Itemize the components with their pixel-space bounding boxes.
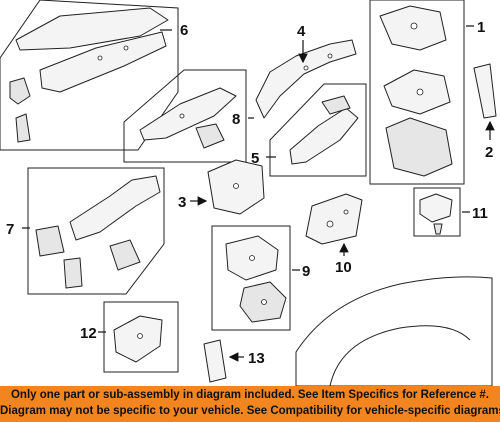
part-bracket-assembly [113, 315, 163, 363]
parts-diagram: 6 4 8 5 1 2 [0, 0, 497, 386]
part-group-6: 6 [0, 0, 188, 151]
part-radiator-support-panel [305, 193, 363, 245]
group-frame-9 [211, 225, 291, 331]
group-frame-6 [0, 0, 179, 151]
part-group-5: 5 [251, 83, 367, 177]
callout-10: 10 [335, 259, 352, 276]
part-pillar-reinforcement [473, 63, 497, 119]
callout-1: 1 [477, 19, 485, 36]
part-gusset [195, 123, 225, 149]
callout-5: 5 [251, 150, 259, 167]
part-front-rail [69, 175, 161, 241]
group-frame-11 [413, 187, 461, 237]
part-group-13: 13 [203, 339, 265, 383]
fender-outline [295, 276, 493, 386]
part-group-3: 3 [178, 159, 265, 215]
part-mount-bracket [419, 193, 453, 223]
part-group-4: 4 [255, 23, 357, 119]
part-rail-mount [35, 225, 65, 257]
part-rail-bracket [9, 77, 31, 105]
disclaimer-banner: Only one part or sub-assembly in diagram… [0, 386, 500, 422]
callout-6: 6 [180, 22, 188, 39]
group-frame-1 [369, 0, 465, 185]
disclaimer-line-1: Only one part or sub-assembly in diagram… [10, 389, 490, 401]
part-group-2: 2 [473, 63, 497, 161]
part-inner-rail [139, 87, 237, 141]
disclaimer-line-2: Diagram may not be specific to your vehi… [0, 405, 500, 417]
callout-2: 2 [485, 144, 493, 161]
part-rail-upper [15, 7, 169, 51]
part-group-1: 1 [369, 0, 485, 185]
part-group-7: 7 [6, 167, 165, 295]
part-rail-plate [63, 257, 83, 289]
part-wheelhouse-apron [255, 39, 357, 119]
part-group-10: 10 [305, 193, 363, 276]
group-frame-5 [269, 83, 367, 177]
part-rail-clip [15, 113, 31, 143]
group-frame-7 [27, 167, 165, 295]
part-clip [433, 223, 443, 235]
part-rail-cap [109, 239, 141, 271]
group-frame-8 [123, 69, 247, 163]
callout-12: 12 [80, 325, 97, 342]
part-group-11: 11 [413, 187, 488, 237]
callout-11: 11 [472, 205, 488, 222]
part-group-9: 9 [211, 225, 310, 331]
callout-9: 9 [302, 263, 310, 280]
part-group-8: 8 [123, 69, 254, 163]
part-filler-plate [203, 339, 227, 383]
group-frame-12 [103, 301, 179, 373]
part-upper-reinforcement [289, 107, 359, 165]
part-wheelhouse-rear [385, 117, 453, 177]
callout-7: 7 [6, 221, 14, 238]
callout-3: 3 [178, 194, 186, 211]
part-small-bracket [321, 95, 351, 115]
part-rail-main [39, 31, 167, 93]
part-group-12: 12 [80, 301, 179, 373]
callout-8: 8 [232, 111, 240, 128]
callout-13: 13 [248, 350, 265, 367]
callout-4: 4 [297, 23, 306, 40]
